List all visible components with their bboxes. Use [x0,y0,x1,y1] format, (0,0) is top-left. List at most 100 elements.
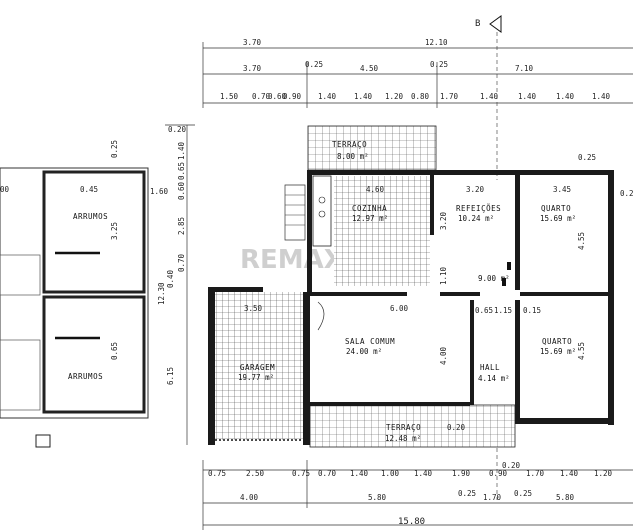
arrumos2-label: ARRUMOS [68,372,103,381]
arrumos-building: 00 0.45 1.60 0.25 3.25 0.65 [0,140,169,448]
svg-text:0.60: 0.60 [268,92,287,101]
svg-text:1.00: 1.00 [381,469,400,478]
svg-text:6.00: 6.00 [390,304,409,313]
quarto1-area: 15.69 m² [540,214,576,223]
svg-text:4.55: 4.55 [577,232,586,250]
svg-text:1.60: 1.60 [150,187,169,196]
svg-text:6.15: 6.15 [166,367,175,385]
cozinha-area: 12.97 m² [352,214,388,223]
sala-area: 24.00 m² [346,347,382,356]
svg-text:1.90: 1.90 [452,469,471,478]
svg-text:4.55: 4.55 [577,342,586,360]
svg-text:0.40: 0.40 [166,269,175,288]
quarto2-label: QUARTO [542,337,572,346]
svg-text:0.75: 0.75 [208,469,226,478]
sala-label: SALA COMUM [345,337,395,346]
svg-text:0.90: 0.90 [489,469,508,478]
svg-text:0.25: 0.25 [110,140,119,158]
walls [208,170,614,445]
svg-text:1.10: 1.10 [439,266,448,285]
svg-text:2.50: 2.50 [246,469,265,478]
svg-text:0.65: 0.65 [475,306,493,315]
top-dimensions: 3.70 12.10 3.70 0.25 4.50 0.25 7.10 1.50… [202,38,633,108]
svg-text:15.80: 15.80 [398,517,425,527]
left-dimensions: 0.20 1.40 0.65 0.60 2.85 0.70 0.40 12.30… [157,124,195,445]
room-labels: TERRAÇO 8.00 m² COZINHA 12.97 m² REFEIÇÕ… [68,140,576,443]
svg-text:12.10: 12.10 [425,38,448,47]
svg-text:3.25: 3.25 [110,222,119,240]
svg-text:0.20: 0.20 [502,461,521,470]
svg-text:1.20: 1.20 [385,92,404,101]
svg-text:1.40: 1.40 [354,92,373,101]
interior-dimensions: 4.60 3.20 3.45 3.20 1.10 3.50 6.00 0.65 … [244,185,571,470]
garagem-label: GARAGEM [240,363,275,372]
quarto2-area: 15.69 m² [540,347,576,356]
svg-text:4.60: 4.60 [366,185,385,194]
svg-text:0.80: 0.80 [411,92,430,101]
svg-text:0.70: 0.70 [318,469,337,478]
svg-text:4.50: 4.50 [360,64,379,73]
svg-text:0.25: 0.25 [458,489,476,498]
svg-text:0.75: 0.75 [292,469,310,478]
svg-text:1.70: 1.70 [526,469,545,478]
svg-text:7.10: 7.10 [515,64,534,73]
svg-text:3.70: 3.70 [243,38,262,47]
terraco-top-floor [307,125,437,171]
section-marker-label: B [475,19,480,29]
svg-text:0.25: 0.25 [305,60,323,69]
section-marker: B [475,15,502,500]
svg-text:0.60: 0.60 [177,181,186,200]
terraco-top-label: TERRAÇO [332,140,367,149]
terraco-bottom-area: 12.48 m² [385,434,421,443]
svg-text:0.90: 0.90 [283,92,302,101]
svg-text:0.20: 0.20 [447,423,466,432]
svg-text:1.70: 1.70 [440,92,459,101]
svg-text:3.20: 3.20 [439,211,448,230]
svg-text:3.45: 3.45 [553,185,571,194]
svg-text:0.25: 0.25 [578,153,596,162]
svg-text:1.40: 1.40 [177,141,186,160]
svg-text:0.25: 0.25 [620,189,633,198]
garagem-area: 19.77 m² [238,373,274,382]
svg-text:0.25: 0.25 [514,489,532,498]
cozinha-floor [334,176,430,286]
svg-text:0.25: 0.25 [430,60,448,69]
svg-text:0.70: 0.70 [177,253,186,272]
quarto1-label: QUARTO [541,204,571,213]
refeicoes-label: REFEIÇÕES [456,204,501,213]
svg-text:5.80: 5.80 [368,493,387,502]
svg-text:5.80: 5.80 [556,493,575,502]
svg-text:1.40: 1.40 [414,469,433,478]
svg-text:0.65: 0.65 [110,342,119,360]
terraco-bottom-label: TERRAÇO [386,423,421,432]
cozinha-label: COZINHA [352,204,387,213]
svg-text:1.40: 1.40 [480,92,499,101]
svg-text:2.85: 2.85 [177,217,186,235]
svg-text:4.00: 4.00 [439,346,448,365]
svg-text:00: 00 [0,185,10,194]
svg-text:1.40: 1.40 [318,92,337,101]
hall-label: HALL [480,363,500,372]
right-dimensions: 0.25 0.25 4.55 4.55 [577,153,633,360]
svg-text:0.70: 0.70 [252,92,271,101]
svg-text:4.00: 4.00 [240,493,259,502]
svg-text:1.70: 1.70 [483,493,502,502]
svg-text:1.40: 1.40 [556,92,575,101]
svg-text:0.65: 0.65 [177,162,186,180]
bottom-dimensions: 0.75 2.50 0.75 0.70 1.40 1.00 1.40 1.90 … [202,460,633,530]
svg-text:1.20: 1.20 [594,469,613,478]
arrumos1-label: ARRUMOS [73,212,108,221]
svg-text:3.50: 3.50 [244,304,263,313]
corridor-area: 9.00 m² [478,274,510,283]
hall-area: 4.14 m² [478,374,510,383]
terraco-top-area: 8.00 m² [337,152,369,161]
svg-text:1.40: 1.40 [518,92,537,101]
svg-text:3.20: 3.20 [466,185,485,194]
svg-text:3.70: 3.70 [243,64,262,73]
svg-text:1.40: 1.40 [592,92,611,101]
watermark-logo: REMAX [240,245,344,275]
svg-text:0.15: 0.15 [523,306,541,315]
garagem-floor [215,292,305,440]
svg-text:1.40: 1.40 [350,469,369,478]
